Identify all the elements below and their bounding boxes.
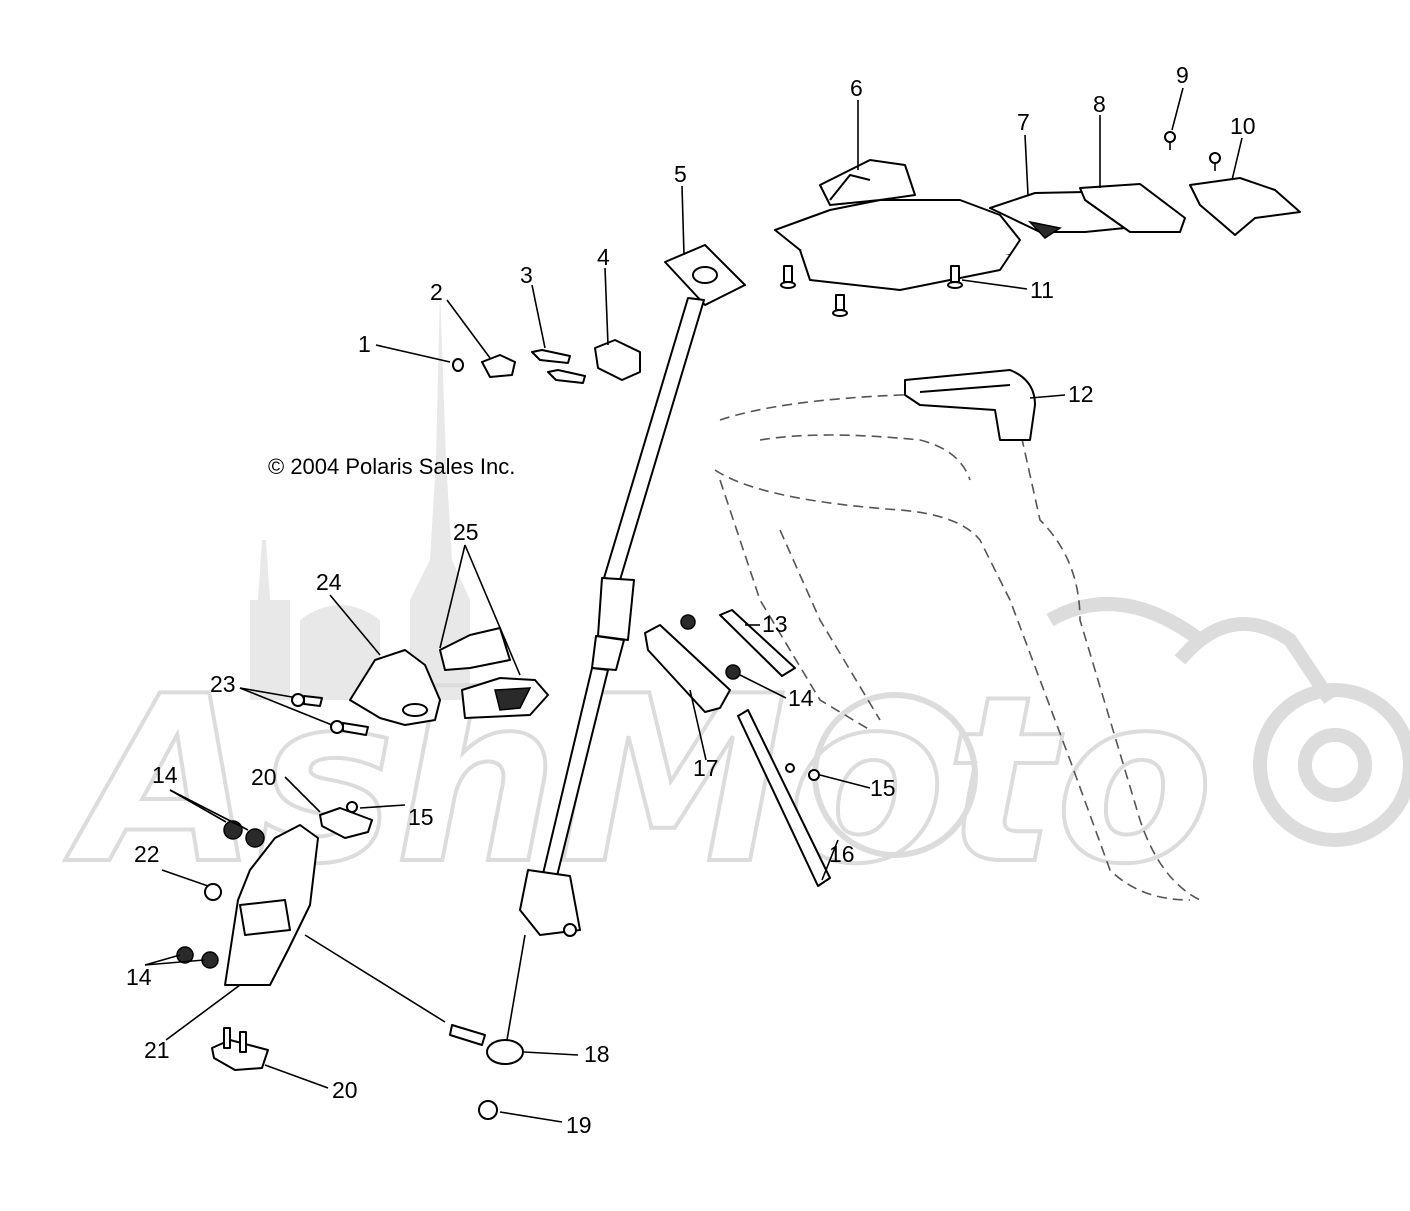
part-19-nut xyxy=(478,1100,498,1120)
callout-16: 16 xyxy=(829,841,855,867)
part-18-rod-end xyxy=(449,1024,524,1065)
callout-14-right: 14 xyxy=(788,685,814,711)
callout-2: 2 xyxy=(430,279,443,305)
part-25-covers xyxy=(439,627,549,719)
callout-19: 19 xyxy=(566,1112,592,1138)
callout-6: 6 xyxy=(850,75,863,101)
callout-14-left-top: 14 xyxy=(152,762,178,788)
callout-20-upper: 20 xyxy=(251,764,277,790)
part-1-o-ring xyxy=(452,358,464,372)
callout-15-left: 15 xyxy=(408,804,434,830)
part-17-bracket xyxy=(644,624,731,713)
callout-7: 7 xyxy=(1017,109,1030,135)
part-4-clamp xyxy=(594,339,641,381)
part-8-cover-plate xyxy=(1079,183,1186,233)
part-21-mount-bracket xyxy=(224,824,319,986)
callout-20-lower: 20 xyxy=(332,1077,358,1103)
part-22-nut xyxy=(204,883,222,901)
callout-14-left-bottom: 14 xyxy=(126,964,152,990)
callout-25: 25 xyxy=(453,519,479,545)
callout-11: 11 xyxy=(1030,277,1054,303)
part-24-bracket xyxy=(349,649,441,726)
leader-lines xyxy=(144,87,1243,1123)
callout-24: 24 xyxy=(316,569,342,595)
callout-13: 13 xyxy=(762,611,788,637)
copyright-text: © 2004 Polaris Sales Inc. xyxy=(268,454,515,479)
part-10-cover-plate xyxy=(1189,177,1301,236)
part-14-nuts-right xyxy=(680,614,741,680)
part-12-upper-clamp xyxy=(904,369,1036,441)
part-3-bolts xyxy=(531,349,586,384)
callout-4: 4 xyxy=(597,244,610,270)
part-11-screws xyxy=(780,265,963,317)
callout-12: 12 xyxy=(1068,381,1094,407)
callout-5: 5 xyxy=(674,161,687,187)
part-16-pin xyxy=(737,709,831,887)
part-5-steering-post xyxy=(519,244,746,937)
part-9-screws xyxy=(1164,131,1221,171)
callout-21: 21 xyxy=(144,1037,170,1063)
part-14-nuts-left xyxy=(176,820,265,969)
part-23-bolts xyxy=(291,693,369,736)
callout-15-right: 15 xyxy=(870,775,896,801)
part-6-handlebar-pod xyxy=(774,159,1021,291)
callout-labels: 1 2 3 4 5 6 7 8 9 10 11 12 13 14 15 16 1… xyxy=(126,62,1256,1138)
callout-23: 23 xyxy=(210,671,236,697)
callout-8: 8 xyxy=(1093,91,1106,117)
callout-22: 22 xyxy=(134,841,160,867)
callout-17: 17 xyxy=(693,755,719,781)
part-20-plate-lower xyxy=(211,1027,269,1071)
part-2-block xyxy=(481,354,516,378)
part-13-plate xyxy=(719,609,796,677)
callout-1: 1 xyxy=(358,331,371,357)
callout-10: 10 xyxy=(1230,113,1256,139)
watermark-skyline xyxy=(250,290,470,700)
callout-3: 3 xyxy=(520,262,533,288)
callout-18: 18 xyxy=(584,1041,610,1067)
part-20-plate-upper xyxy=(319,807,373,839)
watermark-text: AshMoto xyxy=(65,648,1214,915)
part-15-washers xyxy=(346,763,820,813)
callout-9: 9 xyxy=(1176,62,1189,88)
